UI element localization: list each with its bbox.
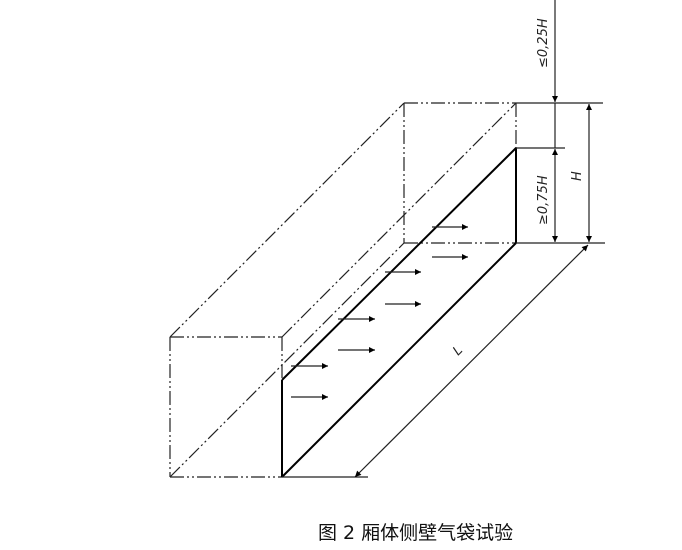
height-label: H	[570, 171, 585, 181]
figure-caption: 图 2 厢体侧壁气袋试验	[318, 522, 514, 544]
airbag-height-label: ≥0,75H	[536, 175, 551, 225]
box-longitudinal-edges	[169, 102, 517, 478]
length-dimension	[354, 244, 589, 478]
rear-end-outline	[403, 102, 517, 244]
length-label: L	[450, 343, 466, 359]
front-end-outline	[169, 336, 283, 478]
extension-lines	[282, 102, 605, 478]
top-gap-label: ≤0,25H	[536, 18, 551, 68]
side-wall-airbag-panel	[281, 147, 517, 478]
dimension-lines	[354, 0, 592, 478]
pressure-arrows	[291, 224, 468, 400]
